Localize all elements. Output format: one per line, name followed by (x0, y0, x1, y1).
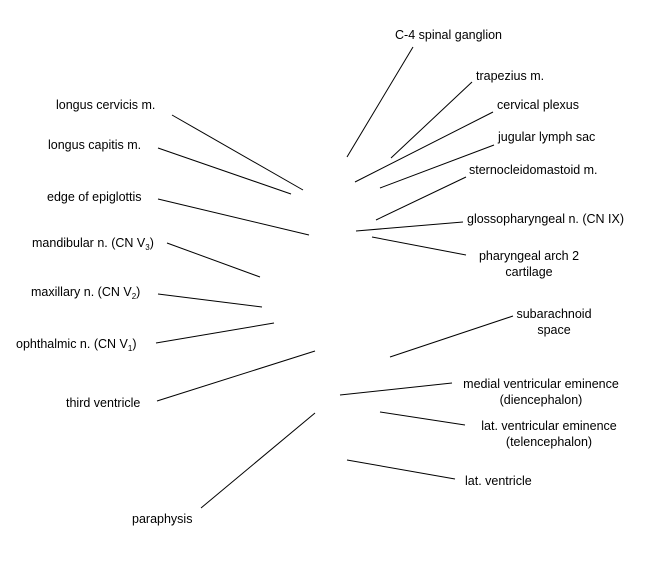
label-lat-ventricular-line1: lat. ventricular eminence (481, 419, 617, 433)
label-pharyngeal-arch: pharyngeal arch 2 cartilage (468, 248, 590, 280)
label-maxillary-suffix: ) (136, 285, 141, 299)
label-lat-ventricular-eminence: lat. ventricular eminence (telencephalon… (466, 418, 632, 450)
label-longus-cervicis: longus cervicis m. (56, 97, 155, 113)
label-third-ventricle: third ventricle (66, 395, 140, 411)
leader-mandibular (166, 242, 261, 278)
label-lat-ventricle: lat. ventricle (465, 473, 532, 489)
label-sternocleidomastoid: sternocleidomastoid m. (469, 162, 598, 178)
leader-cervical-plexus (354, 111, 494, 183)
label-third-ventricle-text: third ventricle (66, 396, 141, 410)
label-longus-cervicis-text: longus cervicis m. (56, 98, 156, 112)
label-ophthalmic-subscript: 1 (127, 344, 133, 353)
leader-lat-ventricle (346, 459, 456, 480)
label-lat-ventricular-line2: (telencephalon) (505, 435, 593, 449)
label-medial-ventricular-eminence: medial ventricular eminence (diencephalo… (448, 376, 634, 408)
label-mandibular-nerve: mandibular n. (CN V3) (32, 235, 154, 252)
leader-medial-ventricular (339, 382, 453, 396)
label-c4-spinal-ganglion-text: C-4 spinal ganglion (395, 28, 503, 42)
leader-pharyngeal-arch (371, 236, 467, 256)
label-trapezius: trapezius m. (476, 68, 544, 84)
leader-maxillary (157, 293, 263, 308)
label-paraphysis-text: paraphysis (132, 512, 193, 526)
label-subarachnoid-line1: subarachnoid (516, 307, 592, 321)
leader-sternocleidomastoid (375, 176, 467, 221)
label-subarachnoid-space: subarachnoid space (508, 306, 600, 338)
label-medial-ventricular-line1: medial ventricular eminence (463, 377, 619, 391)
leader-jugular-lymph-sac (379, 144, 495, 189)
label-pharyngeal-arch-line2: cartilage (505, 265, 553, 279)
leader-longus-capitis (157, 147, 292, 195)
label-maxillary-nerve: maxillary n. (CN V2) (31, 284, 141, 301)
leader-glossopharyngeal (355, 221, 464, 232)
leader-longus-cervicis (171, 114, 304, 191)
label-glossopharyngeal: glossopharyngeal n. (CN IX) (467, 211, 624, 227)
label-ophthalmic-nerve: ophthalmic n. (CN V1) (16, 336, 137, 353)
label-mandibular-prefix: mandibular n. (CN V (32, 236, 146, 250)
leader-lat-ventricular (379, 411, 466, 426)
label-trapezius-text: trapezius m. (476, 69, 545, 83)
label-longus-capitis: longus capitis m. (48, 137, 141, 153)
label-c4-spinal-ganglion: C-4 spinal ganglion (395, 27, 502, 43)
leader-c4-spinal-ganglion (346, 46, 414, 158)
label-paraphysis: paraphysis (132, 511, 192, 527)
label-lat-ventricle-text: lat. ventricle (465, 474, 532, 488)
label-glossopharyngeal-text: glossopharyngeal n. (CN IX) (467, 212, 625, 226)
label-cervical-plexus-text: cervical plexus (497, 98, 579, 112)
leader-paraphysis (200, 412, 316, 509)
label-maxillary-prefix: maxillary n. (CN V (31, 285, 132, 299)
label-edge-of-epiglottis: edge of epiglottis (47, 189, 142, 205)
label-mandibular-subscript: 3 (145, 243, 150, 252)
label-jugular-lymph-sac-text: jugular lymph sac (498, 130, 596, 144)
label-ophthalmic-prefix: ophthalmic n. (CN V (16, 337, 128, 351)
label-sternocleidomastoid-text: sternocleidomastoid m. (469, 163, 598, 177)
leader-subarachnoid (389, 315, 514, 358)
label-maxillary-subscript: 2 (131, 292, 137, 301)
label-cervical-plexus: cervical plexus (497, 97, 579, 113)
label-pharyngeal-arch-line1: pharyngeal arch 2 (478, 249, 580, 263)
label-medial-ventricular-line2: (diencephalon) (499, 393, 583, 407)
leader-trapezius (390, 81, 473, 159)
label-longus-capitis-text: longus capitis m. (48, 138, 142, 152)
leader-edge-of-epiglottis (157, 198, 310, 236)
label-jugular-lymph-sac: jugular lymph sac (498, 129, 595, 145)
label-edge-of-epiglottis-text: edge of epiglottis (47, 190, 142, 204)
label-ophthalmic-suffix: ) (132, 337, 137, 351)
label-mandibular-suffix: ) (149, 236, 154, 250)
label-subarachnoid-line2: space (537, 323, 571, 337)
leader-ophthalmic (155, 322, 275, 344)
leader-third-ventricle (156, 350, 316, 402)
